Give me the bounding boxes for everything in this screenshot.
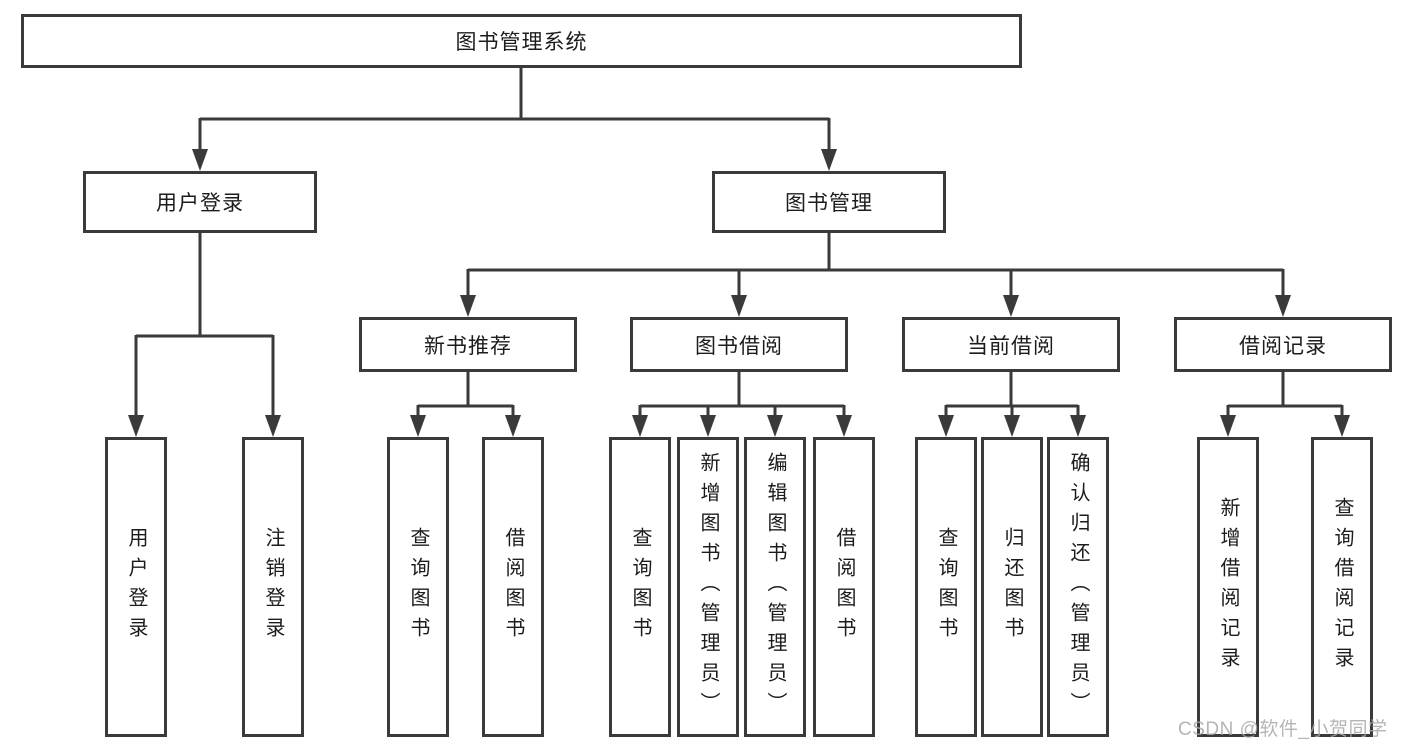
node-new-book-recommend: 新书推荐 [359,317,577,372]
watermark: CSDN @软件_小贺同学 [1178,719,1388,740]
arrow-icon [632,415,648,437]
leaf-query-borrow-record: 查询借阅记录 [1311,437,1373,737]
node-new-book-recommend-label: 新书推荐 [424,334,512,358]
arrow-icon [128,415,144,437]
arrow-icon [505,415,521,437]
leaf-borrow-books-recommend-label: 借阅图书 [502,527,524,647]
leaf-query-borrow-record-label: 查询借阅记录 [1331,497,1353,677]
leaf-add-borrow-record: 新增借阅记录 [1197,437,1259,737]
leaf-confirm-return-admin: 确认归还（管理员） [1047,437,1109,737]
arrow-icon [1003,295,1019,317]
arrow-icon [1070,415,1086,437]
leaf-query-books-borrow-label: 查询图书 [629,527,651,647]
leaf-edit-books-admin: 编辑图书（管理员） [744,437,806,737]
node-borrow-records-label: 借阅记录 [1239,334,1327,358]
node-book-management-label: 图书管理 [785,192,873,215]
leaf-add-books-admin: 新增图书（管理员） [677,437,739,737]
leaf-user-login: 用户登录 [105,437,167,737]
leaf-query-books-current: 查询图书 [915,437,977,737]
arrow-icon [192,149,208,171]
arrow-icon [1004,415,1020,437]
node-book-borrow: 图书借阅 [630,317,848,372]
node-user-login-label: 用户登录 [156,192,244,215]
leaf-return-books-label: 归还图书 [1001,527,1023,647]
arrow-icon [731,295,747,317]
leaf-logout: 注销登录 [242,437,304,737]
arrow-icon [1334,415,1350,437]
arrow-icon [821,149,837,171]
arrow-icon [1275,295,1291,317]
node-book-management: 图书管理 [712,171,946,233]
leaf-confirm-return-admin-label: 确认归还（管理员） [1067,452,1089,722]
arrow-icon [938,415,954,437]
connector-paths [134,68,1344,426]
leaf-user-login-label: 用户登录 [125,527,147,647]
arrow-icon [700,415,716,437]
leaf-logout-label: 注销登录 [262,527,284,647]
leaf-query-books-borrow: 查询图书 [609,437,671,737]
leaf-borrow-books: 借阅图书 [813,437,875,737]
leaf-query-books-current-label: 查询图书 [935,527,957,647]
leaf-return-books: 归还图书 [981,437,1043,737]
node-current-borrow-label: 当前借阅 [967,334,1055,358]
node-current-borrow: 当前借阅 [902,317,1120,372]
arrow-icon [1220,415,1236,437]
arrow-icon [767,415,783,437]
leaf-borrow-books-recommend: 借阅图书 [482,437,544,737]
node-borrow-records: 借阅记录 [1174,317,1392,372]
leaf-add-borrow-record-label: 新增借阅记录 [1217,497,1239,677]
leaf-add-books-admin-label: 新增图书（管理员） [697,452,719,722]
arrowheads [128,149,1350,437]
node-user-login: 用户登录 [83,171,317,233]
arrow-icon [410,415,426,437]
arrow-icon [460,295,476,317]
arrow-icon [836,415,852,437]
leaf-query-books-recommend-label: 查询图书 [407,527,429,647]
arrow-icon [265,415,281,437]
leaf-query-books-recommend: 查询图书 [387,437,449,737]
node-book-borrow-label: 图书借阅 [695,334,783,358]
leaf-edit-books-admin-label: 编辑图书（管理员） [764,452,786,722]
leaf-borrow-books-label: 借阅图书 [833,527,855,647]
node-root-label: 图书管理系统 [455,31,588,54]
node-root: 图书管理系统 [21,14,1022,68]
